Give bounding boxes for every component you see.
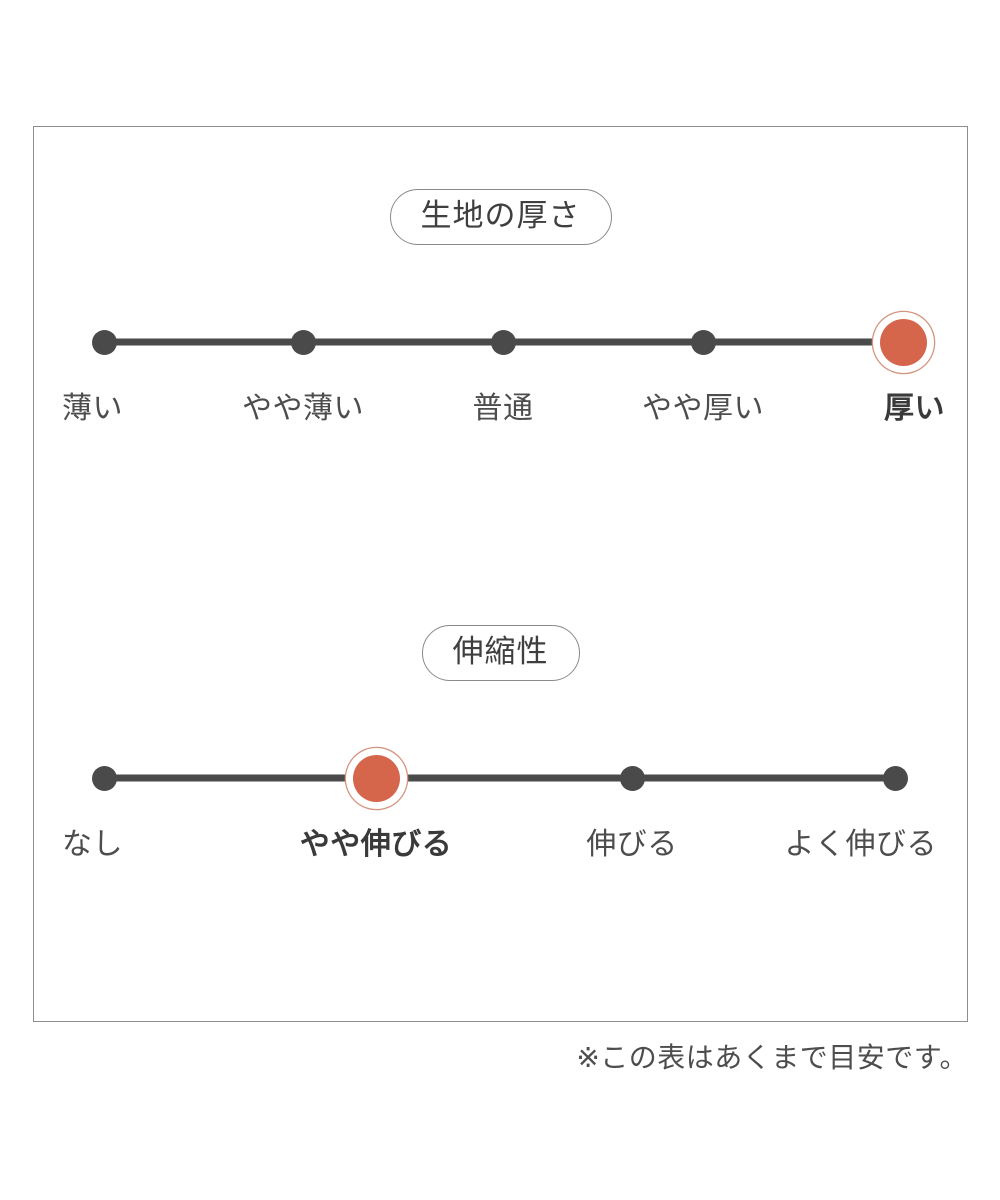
thickness-dot-1[interactable] — [91, 329, 117, 355]
stretch-dot-3[interactable] — [619, 765, 645, 791]
thickness-label-3: 普通 — [472, 392, 534, 425]
stretch-label-3: 伸びる — [586, 828, 678, 861]
thickness-label-1: 薄い — [62, 392, 123, 425]
section-heading-wrap: 生地の厚さ — [34, 189, 967, 245]
thickness-label-5-selected: 厚い — [884, 392, 945, 425]
stretch-dot-1[interactable] — [91, 765, 117, 791]
thickness-dot-5-selected[interactable] — [879, 318, 927, 366]
thickness-dot-2[interactable] — [290, 329, 316, 355]
section-heading-thickness: 生地の厚さ — [389, 189, 612, 245]
thickness-scale-labels: 薄い やや薄い 普通 やや厚い 厚い — [34, 387, 967, 439]
section-fabric-thickness: 生地の厚さ 薄い やや薄い 普通 やや厚い 厚い — [34, 189, 967, 439]
thickness-label-2: やや薄い — [242, 392, 364, 425]
stretch-dot-4[interactable] — [882, 765, 908, 791]
thickness-label-4: やや厚い — [642, 392, 764, 425]
stretch-scale-track[interactable] — [34, 741, 967, 815]
section-fabric-stretch: 伸縮性 なし やや伸びる 伸びる よく伸びる — [34, 625, 967, 875]
stretch-track-line — [104, 774, 895, 782]
section-heading-wrap: 伸縮性 — [34, 625, 967, 681]
stretch-scale-labels: なし やや伸びる 伸びる よく伸びる — [34, 823, 967, 875]
section-heading-stretch: 伸縮性 — [421, 625, 580, 681]
footnote-disclaimer: ※この表はあくまで目安です。 — [576, 1042, 968, 1073]
stretch-dot-2-selected[interactable] — [352, 754, 400, 802]
thickness-dot-4[interactable] — [690, 329, 716, 355]
thickness-dot-3[interactable] — [490, 329, 516, 355]
fabric-spec-panel: 生地の厚さ 薄い やや薄い 普通 やや厚い 厚い 伸縮性 — [33, 126, 968, 1022]
stretch-label-4: よく伸びる — [784, 828, 937, 861]
stretch-label-2-selected: やや伸びる — [299, 828, 453, 861]
stretch-label-1: なし — [62, 828, 123, 861]
thickness-scale-track[interactable] — [34, 305, 967, 379]
